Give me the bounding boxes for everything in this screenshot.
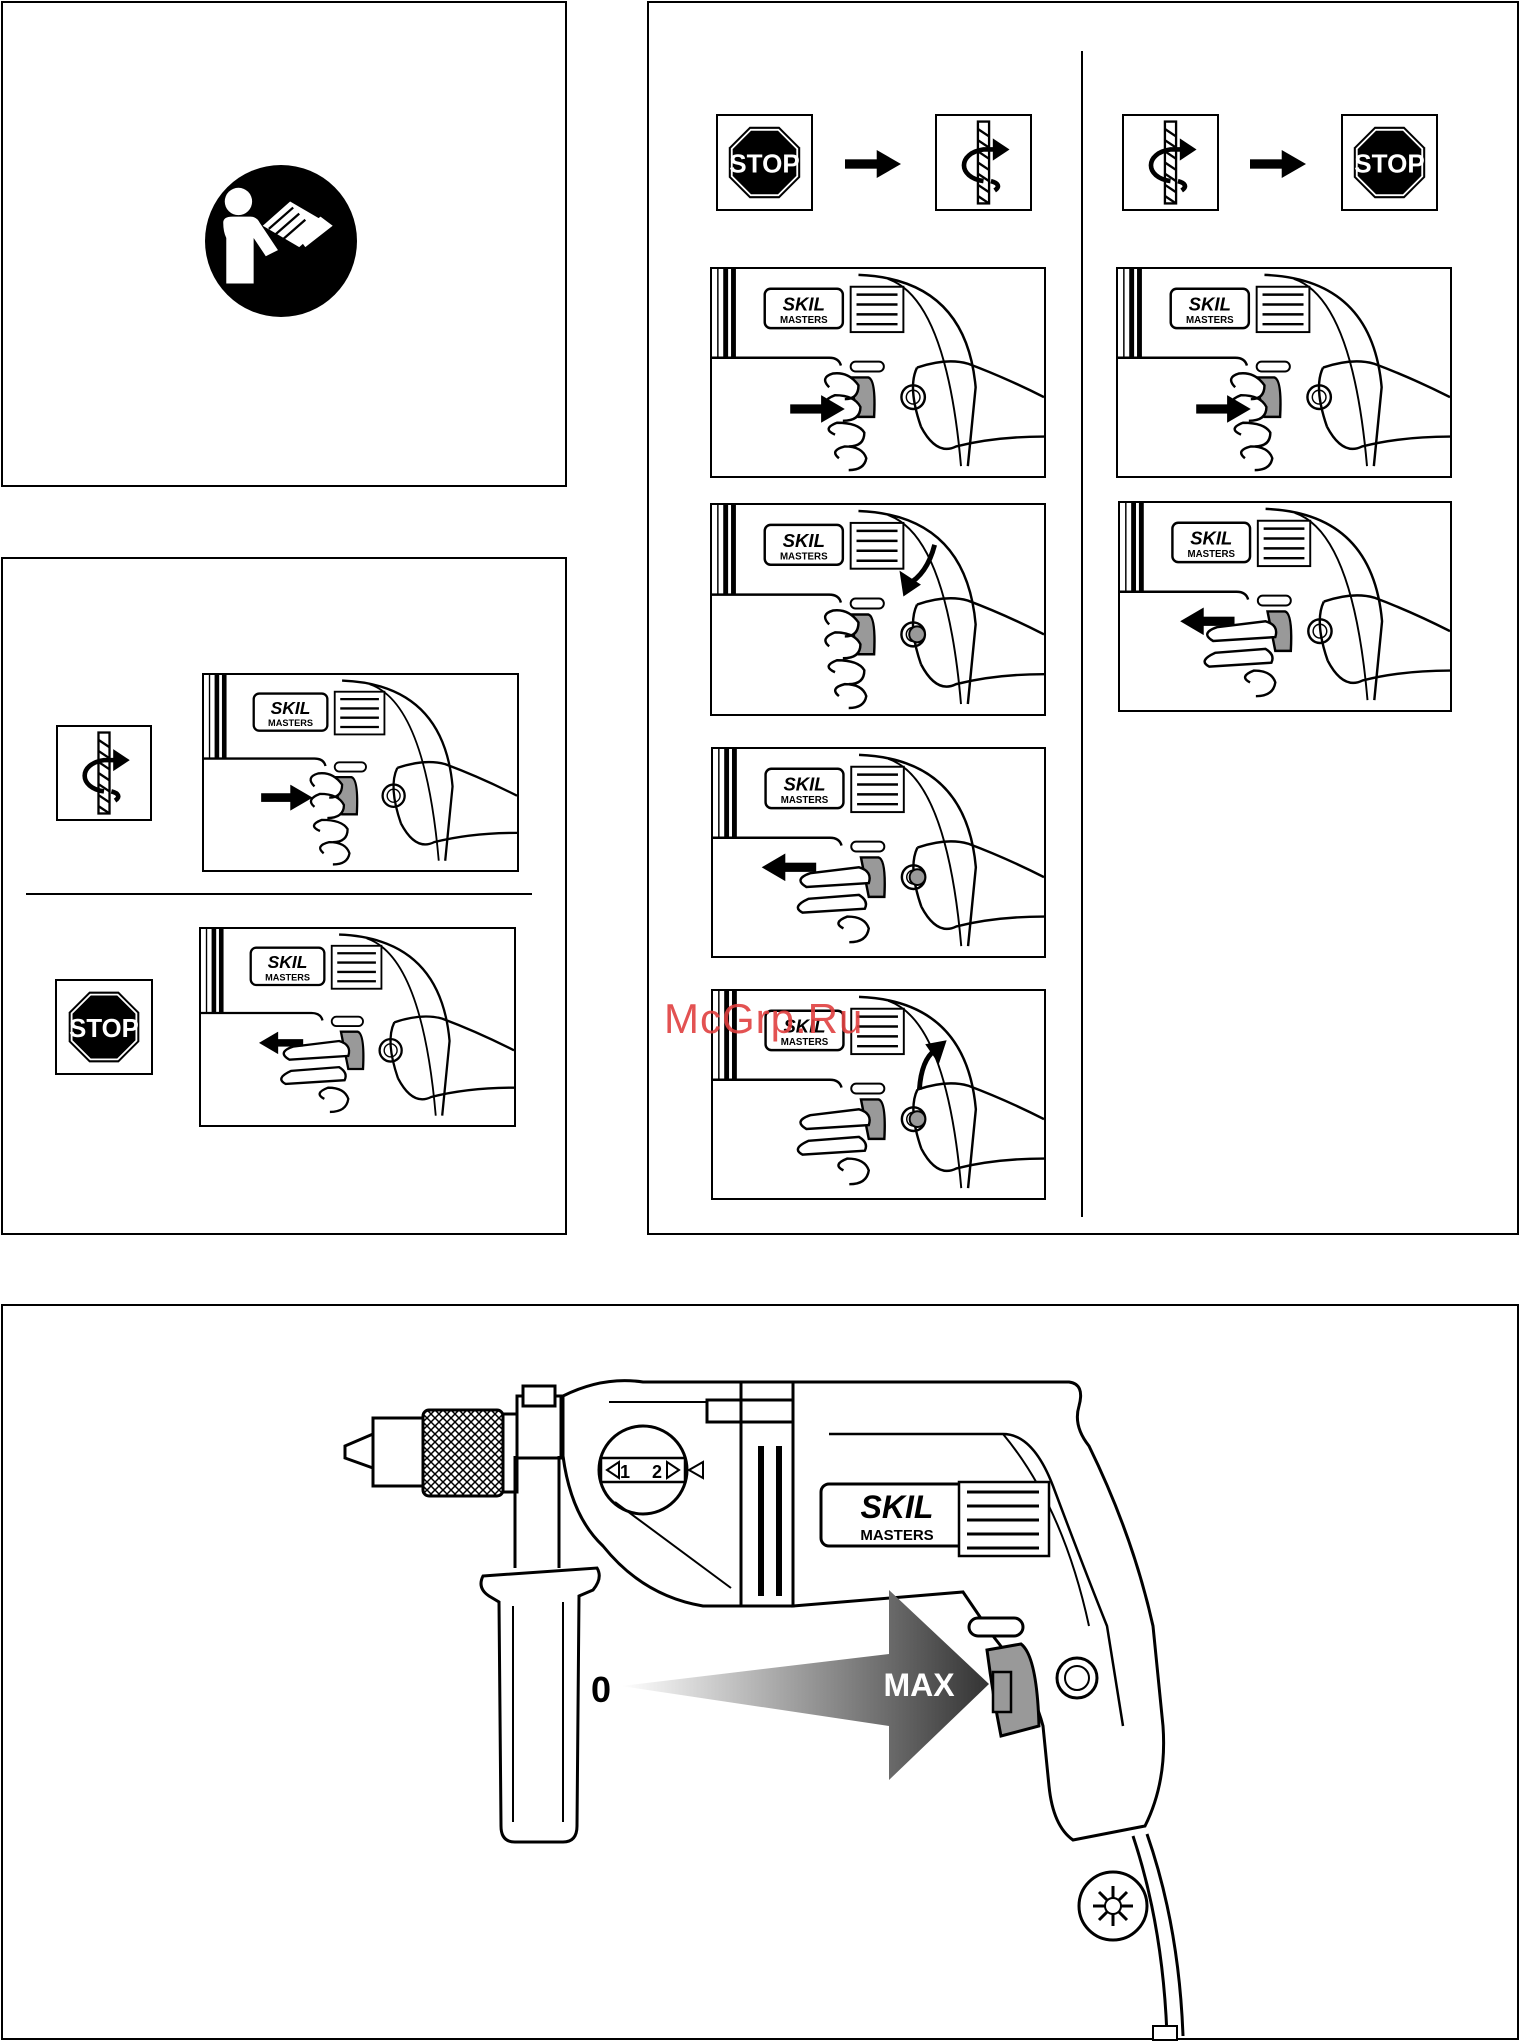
brand-logo: SKIL (783, 293, 825, 314)
brand-sub: MASTERS (780, 315, 828, 326)
right-arrow-icon (845, 150, 901, 178)
unlock-step-1-panel: SKIL MASTERS (1116, 267, 1452, 478)
brand-sub: MASTERS (781, 795, 829, 806)
stop-frame: STOP (716, 114, 813, 211)
drill-bit-rotation-icon (937, 116, 1030, 209)
speed-dial-right: 2 (652, 1462, 662, 1482)
brand-logo: SKIL (783, 530, 825, 551)
unlock-step-2-panel: SKIL MASTERS (1118, 501, 1452, 712)
stop-frame: STOP (55, 979, 153, 1075)
brand-sub: MASTERS (1188, 549, 1236, 560)
brand-sub: MASTERS (860, 1527, 933, 1544)
drill-bit-rotation-icon (58, 727, 150, 819)
brand-sub: MASTERS (268, 718, 313, 728)
spin-frame (935, 114, 1032, 211)
brand-logo: SKIL (271, 698, 311, 718)
brand-sub: MASTERS (1186, 315, 1234, 326)
stop-label: STOP (1354, 149, 1424, 179)
column-divider (1081, 51, 1083, 1217)
stop-frame: STOP (1341, 114, 1438, 211)
drill-bit-rotation-icon (1124, 116, 1217, 209)
brand-logo: SKIL (1190, 527, 1232, 548)
drill-speed-box: 1 2 SKIL MASTERS 0 MAX (1, 1304, 1519, 2040)
drill-illustration: 1 2 SKIL MASTERS 0 MAX (3, 1306, 1520, 2042)
spin-frame (56, 725, 152, 821)
manual-box (1, 1, 567, 487)
stop-sign-icon: STOP (57, 981, 151, 1073)
brand-logo: SKIL (783, 773, 825, 794)
speed-min-label: 0 (591, 1669, 611, 1710)
speed-max-label: MAX (883, 1667, 955, 1703)
stop-sign-icon: STOP (1343, 116, 1436, 209)
speed-dial-left: 1 (620, 1462, 630, 1482)
lock-step-3-panel: SKIL MASTERS (711, 747, 1046, 958)
switch-off-panel: SKIL MASTERS (199, 927, 516, 1127)
watermark: McGrp.Ru (664, 995, 863, 1043)
brand-sub: MASTERS (265, 972, 310, 982)
right-arrow-icon (1250, 150, 1306, 178)
brand-sub: MASTERS (780, 552, 828, 563)
switch-box: SKIL MASTERS STOP SKIL MASTERS (1, 557, 567, 1235)
lock-step-1-panel: SKIL MASTERS (710, 267, 1046, 478)
spin-frame (1122, 114, 1219, 211)
lock-step-2-panel: SKIL MASTERS (710, 503, 1046, 716)
brand-logo: SKIL (861, 1489, 934, 1525)
brand-logo: SKIL (1189, 293, 1231, 314)
stop-sign-icon: STOP (718, 116, 811, 209)
brand-logo: SKIL (268, 952, 308, 972)
lock-box: STOP STOP SKIL MASTERS SKIL (647, 1, 1519, 1235)
stop-label: STOP (69, 1015, 139, 1043)
stop-label: STOP (729, 149, 799, 179)
divider (26, 893, 532, 895)
read-manual-icon (205, 165, 357, 317)
switch-on-panel: SKIL MASTERS (202, 673, 519, 872)
